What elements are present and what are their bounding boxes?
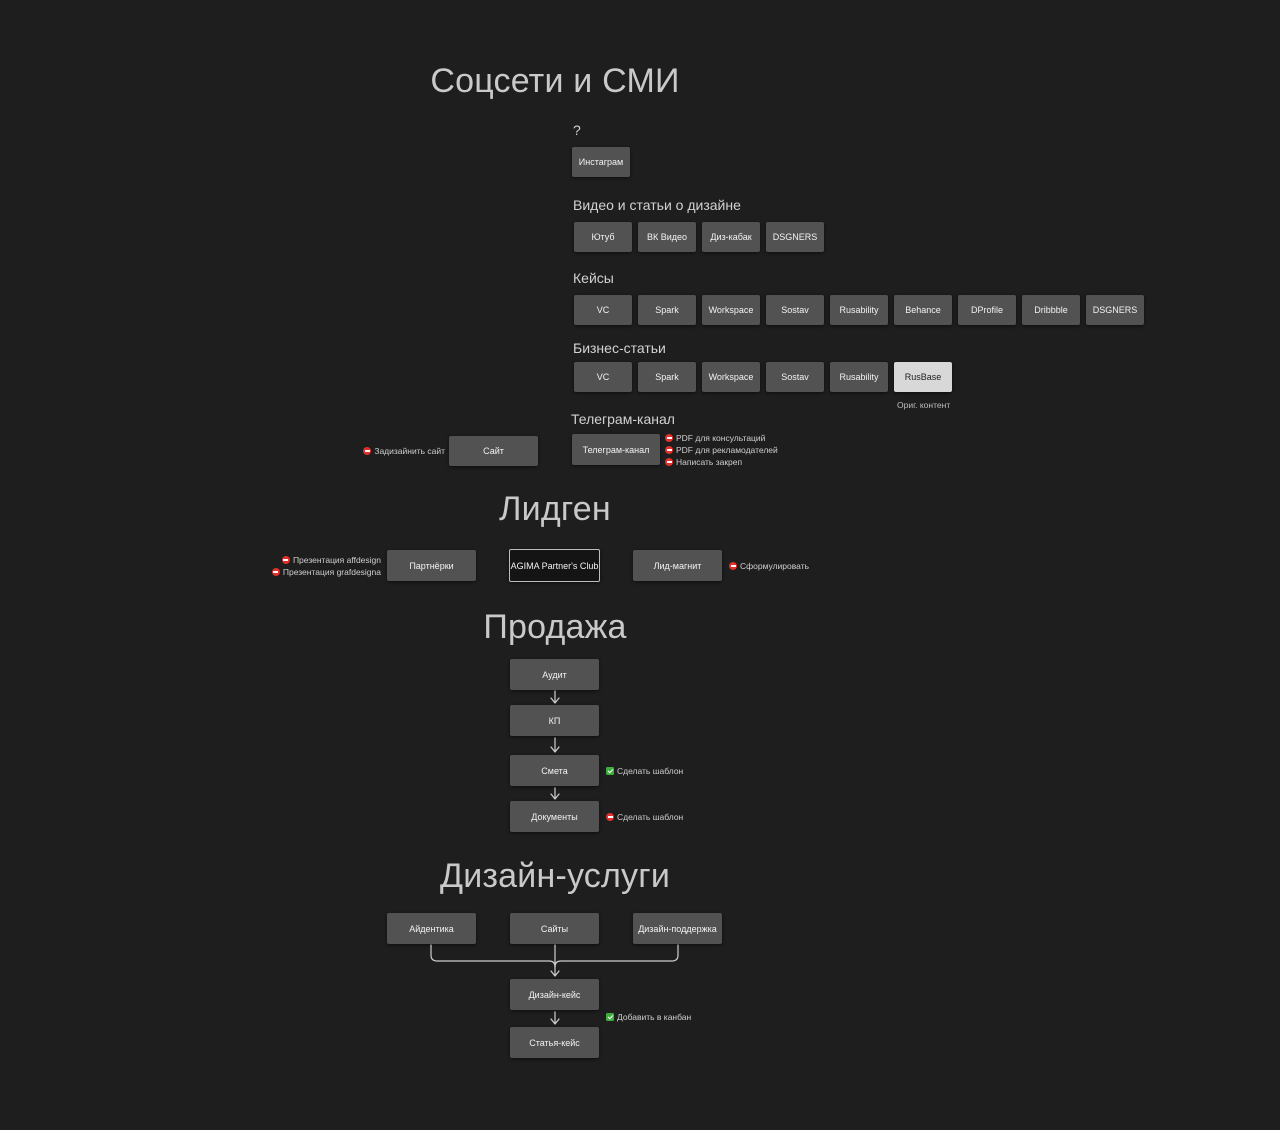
node-case-workspace[interactable]: Workspace bbox=[702, 295, 760, 325]
node-video-dsgners[interactable]: DSGNERS bbox=[766, 222, 824, 252]
rusbase-caption: Ориг. контент bbox=[897, 400, 951, 410]
group-title-video: Видео и статьи о дизайне bbox=[573, 197, 741, 213]
note-text: PDF для рекламодателей bbox=[676, 445, 778, 455]
telegram-note-pin: Написать закреп bbox=[665, 456, 742, 468]
note-text: Задизайнить сайт bbox=[374, 446, 445, 456]
node-case-behance[interactable]: Behance bbox=[894, 295, 952, 325]
node-case-spark[interactable]: Spark bbox=[638, 295, 696, 325]
stop-icon bbox=[281, 556, 290, 564]
node-case-rusability[interactable]: Rusability bbox=[830, 295, 888, 325]
stop-icon bbox=[363, 447, 372, 455]
node-audit[interactable]: Аудит bbox=[510, 659, 599, 690]
section-title-design: Дизайн-услуги bbox=[439, 857, 671, 895]
connector-identity bbox=[430, 944, 556, 968]
note-text: Презентация grafdesigna bbox=[282, 567, 381, 577]
node-case-dribbble[interactable]: Dribbble bbox=[1022, 295, 1080, 325]
node-telegram[interactable]: Телеграм-канал bbox=[572, 434, 660, 465]
node-business-spark[interactable]: Spark bbox=[638, 362, 696, 392]
node-case-dprofile[interactable]: DProfile bbox=[958, 295, 1016, 325]
node-video-vk[interactable]: ВК Видео bbox=[638, 222, 696, 252]
stop-icon bbox=[665, 446, 673, 454]
node-business-sostav[interactable]: Sostav bbox=[766, 362, 824, 392]
note-text: Сформулировать bbox=[740, 561, 810, 571]
arrow-estimate-to-documents bbox=[550, 787, 560, 800]
site-note: Задизайнить сайт bbox=[345, 445, 445, 457]
check-icon bbox=[606, 1013, 614, 1021]
note-text: Написать закреп bbox=[676, 457, 743, 467]
note-text: Презентация affdesign bbox=[292, 555, 381, 565]
arrow-case-to-article bbox=[550, 1011, 560, 1025]
node-article-case[interactable]: Статья-кейс bbox=[510, 1027, 599, 1058]
arrow-audit-to-proposal bbox=[550, 690, 560, 704]
arrow-websites-to-case bbox=[550, 944, 560, 977]
node-proposal[interactable]: КП bbox=[510, 705, 599, 736]
stop-icon bbox=[606, 813, 614, 821]
node-case-dsgners[interactable]: DSGNERS bbox=[1086, 295, 1144, 325]
partners-note-grafdesigna: Презентация grafdesigna bbox=[240, 566, 381, 578]
node-design-support[interactable]: Дизайн-поддержка bbox=[633, 913, 722, 944]
magnet-note: Сформулировать bbox=[729, 560, 809, 572]
documents-note: Сделать шаблон bbox=[606, 811, 683, 823]
node-business-rusbase[interactable]: RusBase bbox=[894, 362, 952, 392]
section-title-sales: Продажа bbox=[483, 608, 627, 646]
node-agima-club[interactable]: AGIMA Partner's Club bbox=[509, 549, 600, 582]
node-business-rusability[interactable]: Rusability bbox=[830, 362, 888, 392]
arrow-proposal-to-estimate bbox=[550, 737, 560, 753]
node-instagram[interactable]: Инстаграм bbox=[572, 147, 630, 177]
node-lead-magnet[interactable]: Лид-магнит bbox=[633, 550, 722, 581]
group-title-cases: Кейсы bbox=[573, 270, 614, 286]
node-video-dizkabak[interactable]: Диз-кабак bbox=[702, 222, 760, 252]
node-business-vc[interactable]: VC bbox=[574, 362, 632, 392]
design-case-note: Добавить в канбан bbox=[606, 1011, 691, 1023]
node-partners[interactable]: Партнёрки bbox=[387, 550, 476, 581]
estimate-note: Сделать шаблон bbox=[606, 765, 683, 777]
node-documents[interactable]: Документы bbox=[510, 801, 599, 832]
note-text: Сделать шаблон bbox=[617, 812, 684, 822]
node-site[interactable]: Сайт bbox=[449, 436, 538, 466]
check-icon bbox=[606, 767, 614, 775]
node-identity[interactable]: Айдентика bbox=[387, 913, 476, 944]
note-text: Добавить в канбан bbox=[617, 1012, 692, 1022]
node-business-workspace[interactable]: Workspace bbox=[702, 362, 760, 392]
stop-icon bbox=[271, 568, 280, 576]
section-title-social: Соцсети и СМИ bbox=[430, 62, 680, 100]
note-text: PDF для консультаций bbox=[676, 433, 766, 443]
group-title-business: Бизнес-статьи bbox=[573, 340, 666, 356]
node-websites[interactable]: Сайты bbox=[510, 913, 599, 944]
node-video-youtube[interactable]: Ютуб bbox=[574, 222, 632, 252]
stop-icon bbox=[665, 434, 673, 442]
stop-icon bbox=[729, 562, 737, 570]
group-title-telegram: Телеграм-канал bbox=[571, 411, 675, 427]
node-design-case[interactable]: Дизайн-кейс bbox=[510, 979, 599, 1010]
node-case-sostav[interactable]: Sostav bbox=[766, 295, 824, 325]
note-text: Сделать шаблон bbox=[617, 766, 684, 776]
connector-support bbox=[554, 944, 679, 968]
section-title-leadgen: Лидген bbox=[499, 490, 611, 528]
stop-icon bbox=[665, 458, 673, 466]
group-title-unknown: ? bbox=[573, 122, 581, 138]
node-case-vc[interactable]: VC bbox=[574, 295, 632, 325]
telegram-note-consult: PDF для консультаций bbox=[665, 432, 765, 444]
partners-note-affdesign: Презентация affdesign bbox=[240, 554, 381, 566]
telegram-note-advertisers: PDF для рекламодателей bbox=[665, 444, 778, 456]
node-estimate[interactable]: Смета bbox=[510, 755, 599, 786]
